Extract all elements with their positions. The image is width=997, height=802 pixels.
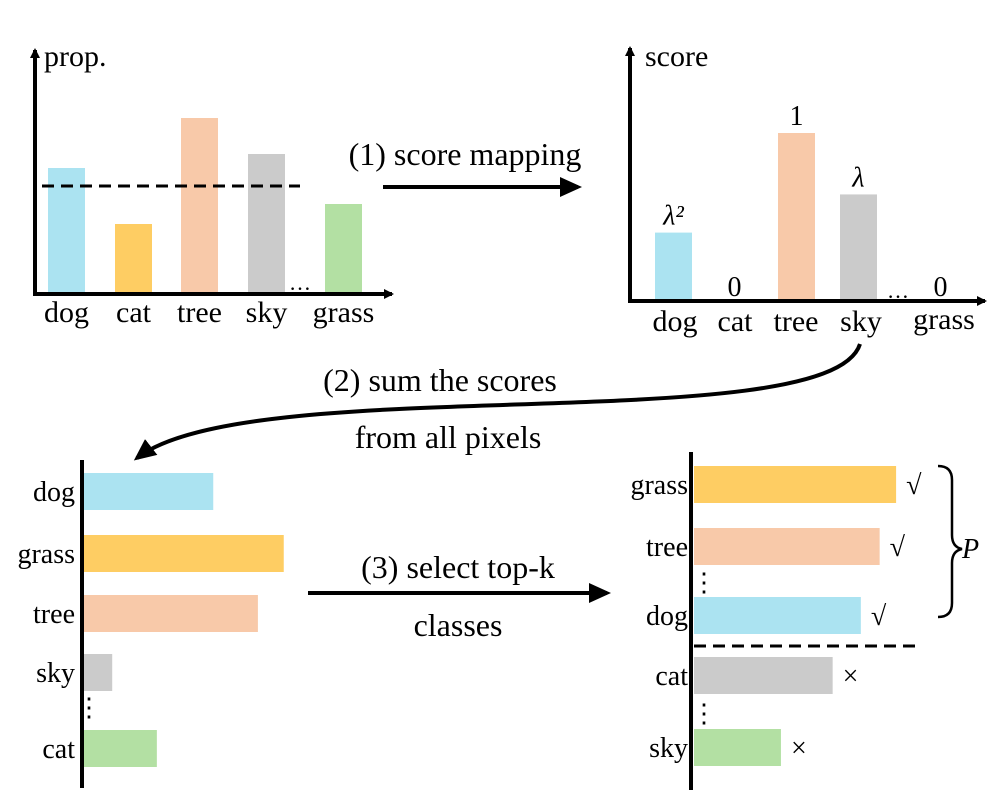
topk-bar-cat xyxy=(694,657,833,694)
prop-bar-sky xyxy=(248,154,285,292)
score-axis-label: score xyxy=(645,40,708,73)
step-1-arrow: (1) score mapping xyxy=(349,136,582,197)
prop-bar-tree xyxy=(181,118,218,292)
topk-tick-label-tree: tree xyxy=(646,532,688,563)
step-1-label: (1) score mapping xyxy=(349,136,582,172)
step-2-label-line-1: (2) sum the scores xyxy=(323,362,557,398)
topk-bar-tree xyxy=(694,528,880,565)
score-bar-tree xyxy=(778,133,815,299)
step-3-arrow: (3) select top-k classes xyxy=(308,549,611,643)
prop-tick-label-cat: cat xyxy=(116,296,152,329)
topk-bar-dog xyxy=(694,597,861,634)
topk-tick-label-cat: cat xyxy=(655,661,688,692)
topk-vertical-ellipsis-lower: ⋮ xyxy=(691,699,717,728)
step-2-label-line-2: from all pixels xyxy=(355,419,542,455)
cross-mark-cat: × xyxy=(843,661,859,692)
step-3-label-line-2: classes xyxy=(414,607,503,643)
cross-mark-sky: × xyxy=(791,733,807,764)
score-ellipsis: … xyxy=(887,278,909,303)
score-tick-label-cat: cat xyxy=(718,305,754,338)
topk-tick-label-grass: grass xyxy=(630,470,688,501)
score-tick-label-tree: tree xyxy=(774,305,819,338)
score-value-label-sky: λ xyxy=(851,162,864,193)
score-value-label-grass: 0 xyxy=(934,272,948,303)
sum-bar-dog xyxy=(84,473,214,510)
prop-bar-cat xyxy=(115,224,152,292)
sum-bar-cat xyxy=(84,730,157,767)
score-value-label-tree: 1 xyxy=(790,101,804,132)
step-3-label-line-1: (3) select top-k xyxy=(361,549,555,585)
step-2-arrow: (2) sum the scores from all pixels xyxy=(133,343,862,461)
selected-set-label: P xyxy=(961,534,979,565)
score-bar-sky xyxy=(840,194,877,299)
score-value-label-dog: λ² xyxy=(662,201,684,232)
sum-tick-label-sky: sky xyxy=(36,658,75,689)
sum-bar-tree xyxy=(84,595,258,632)
topk-bar-sky xyxy=(694,729,781,766)
prop-tick-label-grass: grass xyxy=(313,296,375,329)
sum-tick-label-grass: grass xyxy=(17,539,75,570)
sum-bar-sky xyxy=(84,654,113,691)
prop-bar-dog xyxy=(48,168,85,292)
score-value-label-cat: 0 xyxy=(728,272,742,303)
score-tick-label-sky: sky xyxy=(840,305,882,338)
topk-tick-label-dog: dog xyxy=(646,601,688,632)
sum-tick-label-tree: tree xyxy=(33,599,75,630)
sum-tick-label-dog: dog xyxy=(33,477,75,508)
prop-ellipsis: … xyxy=(289,270,311,295)
prop-bar-grass xyxy=(325,204,362,292)
check-mark-grass: √ xyxy=(906,470,922,501)
check-mark-dog: √ xyxy=(871,601,887,632)
topk-bar-grass xyxy=(694,466,897,503)
sum-bar-grass xyxy=(84,535,284,572)
step-2-arrow-curve xyxy=(133,343,862,461)
score-bar-dog xyxy=(655,232,692,299)
prop-axis-label: prop. xyxy=(44,40,107,73)
sum-chart: ⋮ dog grass tree sky cat xyxy=(17,460,284,788)
score-tick-label-grass: grass xyxy=(913,303,975,336)
prop-tick-label-tree: tree xyxy=(177,296,222,329)
topk-tick-label-sky: sky xyxy=(649,733,688,764)
score-tick-label-dog: dog xyxy=(653,305,698,338)
topk-vertical-ellipsis-upper: ⋮ xyxy=(691,568,717,597)
prop-tick-label-dog: dog xyxy=(44,296,89,329)
sum-vertical-ellipsis: ⋮ xyxy=(76,693,102,722)
selected-classes-brace xyxy=(937,464,963,619)
sum-tick-label-cat: cat xyxy=(42,734,75,765)
prop-tick-label-sky: sky xyxy=(246,296,288,329)
check-mark-tree: √ xyxy=(890,532,906,563)
